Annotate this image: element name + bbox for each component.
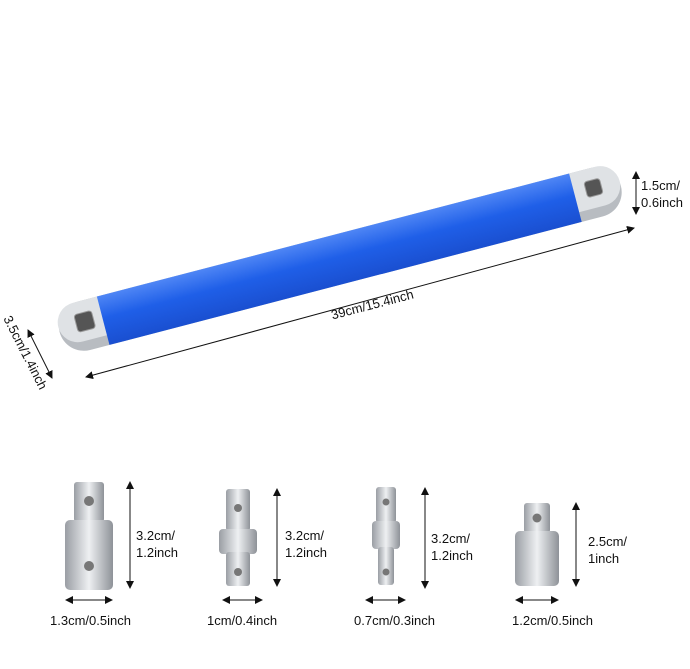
square-drive-hole-icon	[73, 310, 96, 333]
adapter-3-width-label: 0.7cm/0.3inch	[354, 613, 435, 628]
adapter-4-width-label: 1.2cm/0.5inch	[512, 613, 593, 628]
adapter-4-height-label: 2.5cm/1inch	[588, 534, 628, 566]
thickness-label-line-2: 0.6inch	[641, 195, 683, 210]
adapter-1-height-label: 3.2cm/1.2inch	[136, 528, 178, 560]
wrench	[57, 166, 622, 351]
adapter-2-height-label: 3.2cm/1.2inch	[285, 528, 327, 560]
adapter-2-width-label: 1cm/0.4inch	[207, 613, 278, 628]
adapter-3	[372, 487, 400, 585]
thickness-label: 1.5cm/ 0.6inch	[641, 177, 683, 211]
adapter-1-width-label: 1.3cm/0.5inch	[50, 613, 131, 628]
thickness-label-line-1: 1.5cm/	[641, 178, 681, 193]
adapter-4	[515, 503, 559, 586]
adapter-3-height-label: 3.2cm/1.2inch	[431, 531, 473, 563]
square-drive-hole-icon	[583, 178, 604, 198]
adapter-1	[65, 482, 113, 590]
length-dimension-arrow	[85, 225, 635, 380]
adapter-2	[219, 489, 257, 586]
width-dimension-arrow	[27, 329, 53, 379]
